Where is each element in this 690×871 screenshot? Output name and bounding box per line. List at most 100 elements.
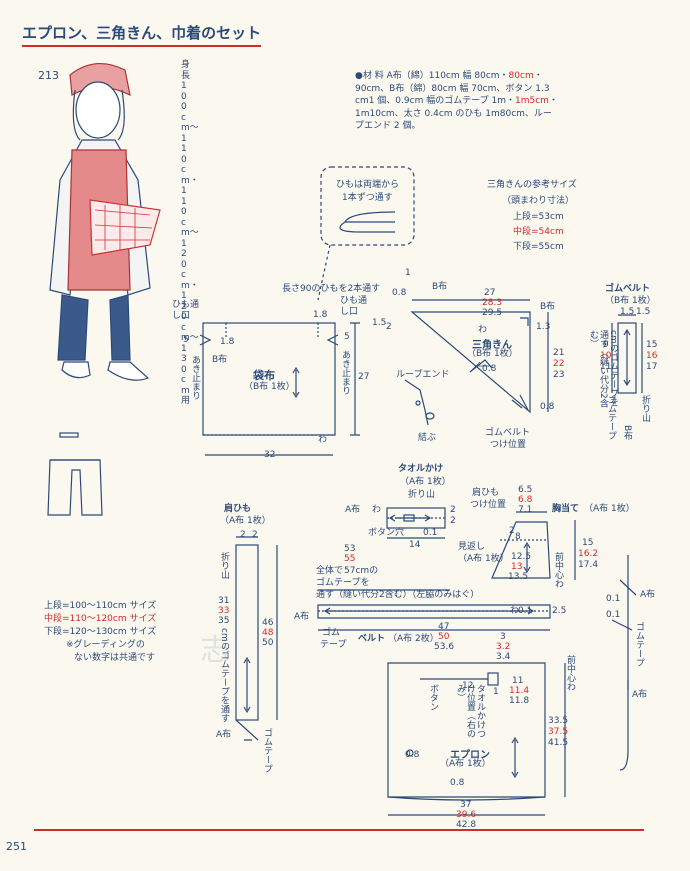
apron-side-3: 41.5 — [548, 738, 569, 748]
bag-v18-right: 1.8 — [313, 310, 328, 320]
apron-bottom-2: 39.6 — [456, 810, 477, 820]
towel-fold: 折り山 — [408, 490, 436, 500]
apron-towel-pos: タオルかけつけ位置（右のみ） — [455, 684, 485, 738]
strap-len-1: 46 — [262, 618, 274, 628]
gom-belt-left-2: 10 — [600, 351, 612, 361]
kerchief-top-3: 29.5 — [482, 308, 503, 318]
kerchief-b-cloth: B布 — [432, 282, 448, 292]
belt-note3: 通す（縫い代分2含む）（左脇のみはぐ） — [316, 590, 480, 600]
kerchief-size-title: 三角きんの参考サイズ — [487, 180, 577, 190]
towel-v01: 0.1 — [423, 528, 438, 538]
size-legend-note2: ない数字は共通です — [74, 653, 156, 663]
materials-line4: 1m10cm、太さ 0.4cm のひも 1m80cm、ルー — [355, 108, 552, 119]
bib-mid-3: 13 — [511, 562, 523, 572]
bib-sub: （A布 1枚） — [584, 504, 635, 514]
page-number: 251 — [6, 840, 27, 853]
bag-open-left: あき止まり — [190, 355, 200, 400]
apron-top-1: 3 — [500, 632, 506, 642]
gom-belt-w2: 1.5 — [636, 307, 651, 317]
bib-center: 前中心わ — [553, 552, 563, 588]
apron-button: ボタン — [428, 684, 438, 711]
kerchief-top-2: 28.3 — [482, 298, 503, 308]
apron-label: エプロン — [450, 750, 490, 761]
apron-side-2: 37.5 — [548, 727, 569, 737]
kerchief-size-lower: 下段=55cm — [513, 242, 564, 252]
size-legend-note1: ※グレーディングの — [66, 640, 145, 650]
apron-bottom-1: 37 — [460, 800, 472, 810]
bib-mid-2: 12.5 — [511, 552, 532, 562]
kerchief-v08b: 0.8 — [482, 364, 497, 374]
belt-pattern — [317, 589, 551, 631]
bib-facing-sub: （A布 1枚） — [458, 554, 509, 564]
height-note: 身長100cm〜110cm・110cm〜120cm・120cm〜130cm用 — [181, 60, 199, 406]
bib-top-1: 6.5 — [518, 485, 533, 495]
bib-pattern — [491, 511, 576, 580]
kerchief-fold: わ — [478, 325, 488, 335]
strap-w1: 2 — [240, 530, 246, 540]
kerchief-size-subtitle: （頭まわり寸法） — [502, 196, 575, 206]
belt-tape: ゴム — [322, 628, 341, 638]
strap-len-3: 50 — [262, 638, 274, 648]
bag-b-cloth: B布 — [212, 355, 228, 365]
gom-belt-tape: ゴムテープ — [606, 395, 616, 440]
string-note-2: 1本ずつ通す — [342, 193, 393, 203]
belt-len-1: 47 — [438, 622, 450, 632]
bag-v5-left: 5 — [183, 335, 189, 345]
gom-belt-right-3: 17 — [646, 362, 658, 372]
side-v01b: 0.1 — [606, 610, 621, 620]
watermark: 志 — [200, 633, 230, 668]
gom-belt-left-3: 11 — [600, 362, 612, 372]
apron-v08a: 0.8 — [450, 778, 465, 788]
belt-sub: （A布 2枚） — [388, 634, 439, 644]
belt-fold: わ — [510, 606, 520, 616]
kerchief-v1: 1 — [405, 268, 411, 278]
strap-gom-2: 33 — [218, 606, 230, 616]
size-legend-middle: 中段=110〜120cm サイズ — [44, 614, 157, 624]
belt-v25: 2.5 — [552, 606, 567, 616]
towel-sub: （A布 1枚） — [400, 477, 451, 487]
bib-side-3: 17.4 — [578, 560, 599, 570]
apron-v08b: 0.8 — [405, 750, 420, 760]
apron-mid-1: 11 — [512, 676, 524, 686]
apron-side-1: 33.5 — [548, 716, 569, 726]
kerchief-side-2: 22 — [553, 359, 565, 369]
bag-width: 32 — [264, 450, 276, 460]
materials-line1b: 80cm — [508, 71, 534, 81]
kerchief-v08a: 0.8 — [392, 288, 407, 298]
gom-belt-pattern — [611, 314, 643, 394]
belt-note2: ゴムテープを — [316, 578, 370, 588]
gom-belt-fold: 折り山 — [640, 395, 650, 422]
gom-belt-right-2: 16 — [646, 351, 658, 361]
loop-end — [404, 379, 435, 426]
belt-top-2: 55 — [344, 554, 356, 564]
belt-note1b: 57cmの — [344, 566, 379, 576]
strap-title: 肩ひも — [224, 504, 252, 514]
page-title: エプロン、三角きん、巾着のセット — [22, 22, 262, 47]
kerchief-size-middle: 中段=54cm — [513, 227, 564, 237]
bag-loop-left: ひも通し口 — [172, 300, 200, 321]
kerchief-side-1: 21 — [553, 348, 565, 358]
kerchief-v08c: 0.8 — [540, 402, 555, 412]
materials-line2: 90cm、B布（綿）80cm 幅 70cm、ボタン 1.3 — [355, 83, 550, 94]
strap-w2: 2 — [252, 530, 258, 540]
materials-line3c: ・ — [548, 96, 558, 106]
side-detail — [611, 555, 637, 771]
towel-title: タオルかけ — [398, 464, 444, 474]
bib-title: 胸当て — [552, 504, 580, 514]
bib-side-1: 15 — [582, 538, 594, 548]
strap-gom-note: cmのゴムテープを通す — [219, 628, 229, 723]
kerchief-gom-pos2: つけ位置 — [490, 440, 527, 450]
strap-gom-3: 35 — [218, 616, 230, 626]
strap-sub: （A布 1枚） — [220, 516, 271, 526]
kerchief-gom-pos: ゴムベルト — [485, 428, 531, 438]
strap-tape: ゴムテープ — [262, 728, 272, 773]
apron-mid-3: 11.8 — [509, 696, 530, 706]
gom-belt-left-1: 9 — [603, 340, 609, 350]
kerchief-size-upper: 上段=53cm — [513, 212, 564, 222]
bib-facing: 見返し — [458, 542, 486, 552]
bag-open-right: あき止まり — [340, 350, 350, 395]
towel-fold2: わ — [372, 505, 382, 515]
belt-v01: 0.1 — [518, 606, 533, 616]
towel-v2b: 2 — [450, 516, 456, 526]
